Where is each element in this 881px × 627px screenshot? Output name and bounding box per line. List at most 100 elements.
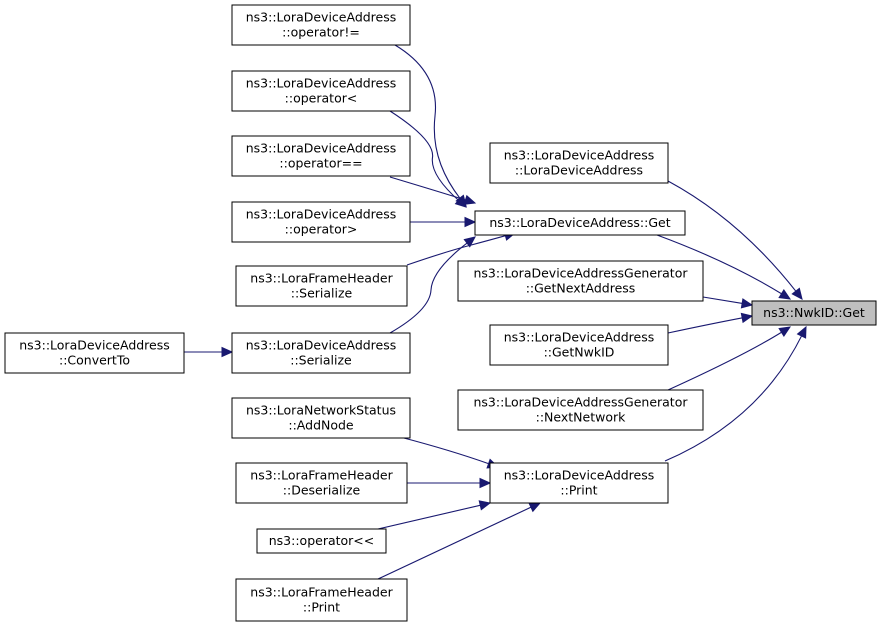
node-label: ::Print <box>303 600 340 615</box>
node-label: ns3::NwkID::Get <box>763 305 865 320</box>
edge-line <box>377 506 533 580</box>
edge-gen_next-to-nwk_get <box>702 296 754 309</box>
node-gen_next[interactable]: ns3::LoraDeviceAddressGenerator::GetNext… <box>457 260 704 302</box>
node-label: ns3::LoraDeviceAddress <box>246 207 397 222</box>
node-convert[interactable]: ns3::LoraDeviceAddress::ConvertTo <box>4 332 185 374</box>
edge-fh_deser-to-lda_print <box>406 477 492 489</box>
node-box <box>751 300 877 326</box>
node-box <box>231 332 411 374</box>
node-label: ::Serialize <box>291 286 353 301</box>
edge-op_gt-to-lda_get <box>410 216 477 228</box>
node-box <box>231 201 411 243</box>
node-label: ns3::LoraNetworkStatus <box>246 403 396 418</box>
edge-lda_get-to-nwk_get <box>656 234 792 300</box>
edge-line <box>399 436 490 465</box>
edge-line <box>377 504 482 530</box>
node-box <box>231 70 411 112</box>
node-lda_nwkid[interactable]: ns3::LoraDeviceAddress::GetNwkID <box>489 324 669 366</box>
node-ns_add[interactable]: ns3::LoraNetworkStatus::AddNode <box>231 397 411 439</box>
node-box <box>457 389 704 431</box>
node-op_out[interactable]: ns3::operator<< <box>256 528 387 554</box>
node-box <box>231 397 411 439</box>
node-label: ns3::LoraDeviceAddress <box>246 338 397 353</box>
node-label: ns3::LoraDeviceAddress <box>504 468 655 483</box>
node-label: ::GetNwkID <box>544 345 615 360</box>
arrow-head-icon <box>778 289 792 300</box>
node-lda_ser[interactable]: ns3::LoraDeviceAddress::Serialize <box>231 332 411 374</box>
arrow-head-icon <box>778 326 792 338</box>
arrow-head-icon <box>740 312 754 324</box>
edge-line <box>406 234 507 266</box>
arrow-head-icon <box>479 477 492 489</box>
node-label: ns3::LoraDeviceAddress <box>504 148 655 163</box>
node-label: ::AddNode <box>288 418 354 433</box>
edge-line <box>664 334 803 462</box>
edge-line <box>389 176 467 201</box>
node-lda_ctor[interactable]: ns3::LoraDeviceAddress::LoraDeviceAddres… <box>489 142 669 184</box>
arrow-head-icon <box>463 236 476 248</box>
node-label: ::Print <box>560 483 597 498</box>
edge-gen_nextnet-to-nwk_get <box>667 326 792 391</box>
node-op_lt[interactable]: ns3::LoraDeviceAddress::operator< <box>231 70 411 112</box>
edge-lda_ser-to-lda_get <box>389 236 476 334</box>
edge-lda_nwkid-to-nwk_get <box>667 312 754 334</box>
edge-op_eq-to-lda_get <box>389 176 477 205</box>
node-label: ::NextNetwork <box>536 410 626 425</box>
node-op_gt[interactable]: ns3::LoraDeviceAddress::operator> <box>231 201 411 243</box>
arrow-head-icon <box>528 502 542 513</box>
call-graph-nodes: ns3::LoraDeviceAddress::operator!=ns3::L… <box>4 4 877 622</box>
node-nwk_get[interactable]: ns3::NwkID::Get <box>751 300 877 326</box>
edge-ns_add-to-lda_print <box>399 436 500 469</box>
node-op_eq[interactable]: ns3::LoraDeviceAddress::operator== <box>231 135 411 177</box>
edge-lda_ctor-to-nwk_get <box>667 180 803 300</box>
edge-line <box>389 110 460 202</box>
node-label: ns3::LoraDeviceAddress <box>504 330 655 345</box>
edge-op_lt-to-lda_get <box>389 110 467 208</box>
node-label: ::Deserialize <box>283 483 361 498</box>
arrow-head-icon <box>791 287 803 300</box>
node-box <box>489 462 669 504</box>
node-box <box>4 332 185 374</box>
node-box <box>489 324 669 366</box>
arrow-head-icon <box>464 216 477 228</box>
arrow-head-icon <box>796 325 807 339</box>
arrow-head-icon <box>221 346 234 358</box>
node-label: ::operator== <box>279 156 362 171</box>
node-label: ::GetNextAddress <box>526 281 636 296</box>
node-fh_print[interactable]: ns3::LoraFrameHeader::Print <box>235 578 408 622</box>
node-label: ns3::LoraFrameHeader <box>250 468 393 483</box>
node-box <box>256 528 387 554</box>
node-label: ::operator> <box>285 222 358 237</box>
node-label: ::Serialize <box>290 353 352 368</box>
node-label: ns3::LoraDeviceAddress <box>246 141 397 156</box>
edge-line <box>389 242 469 334</box>
arrow-head-icon <box>463 194 477 205</box>
node-gen_nextnet[interactable]: ns3::LoraDeviceAddressGenerator::NextNet… <box>457 389 704 431</box>
node-label: ns3::LoraDeviceAddressGenerator <box>473 266 688 281</box>
edge-line <box>667 331 783 391</box>
node-box <box>235 462 408 504</box>
edge-line <box>667 180 797 293</box>
node-box <box>235 578 408 622</box>
node-box <box>231 135 411 177</box>
node-label: ::LoraDeviceAddress <box>515 163 643 178</box>
node-label: ns3::LoraDeviceAddress::Get <box>489 215 670 230</box>
node-label: ns3::LoraDeviceAddress <box>246 10 397 25</box>
node-op_ne[interactable]: ns3::LoraDeviceAddress::operator!= <box>231 4 411 46</box>
node-box <box>235 265 408 307</box>
node-lda_print[interactable]: ns3::LoraDeviceAddress::Print <box>489 462 669 504</box>
node-label: ns3::LoraFrameHeader <box>250 585 393 600</box>
node-box <box>489 142 669 184</box>
edge-line <box>702 296 744 305</box>
node-label: ::operator< <box>285 91 358 106</box>
node-label: ::ConvertTo <box>59 353 130 368</box>
arrow-head-icon <box>454 196 467 208</box>
edge-lda_print-to-nwk_get <box>664 325 807 462</box>
node-label: ns3::LoraDeviceAddress <box>19 338 170 353</box>
node-fh_deser[interactable]: ns3::LoraFrameHeader::Deserialize <box>235 462 408 504</box>
edge-line <box>394 44 461 200</box>
node-lda_get[interactable]: ns3::LoraDeviceAddress::Get <box>474 210 686 236</box>
node-fh_ser[interactable]: ns3::LoraFrameHeader::Serialize <box>235 265 408 307</box>
node-label: ns3::LoraDeviceAddressGenerator <box>473 395 688 410</box>
arrow-head-icon <box>740 298 754 309</box>
